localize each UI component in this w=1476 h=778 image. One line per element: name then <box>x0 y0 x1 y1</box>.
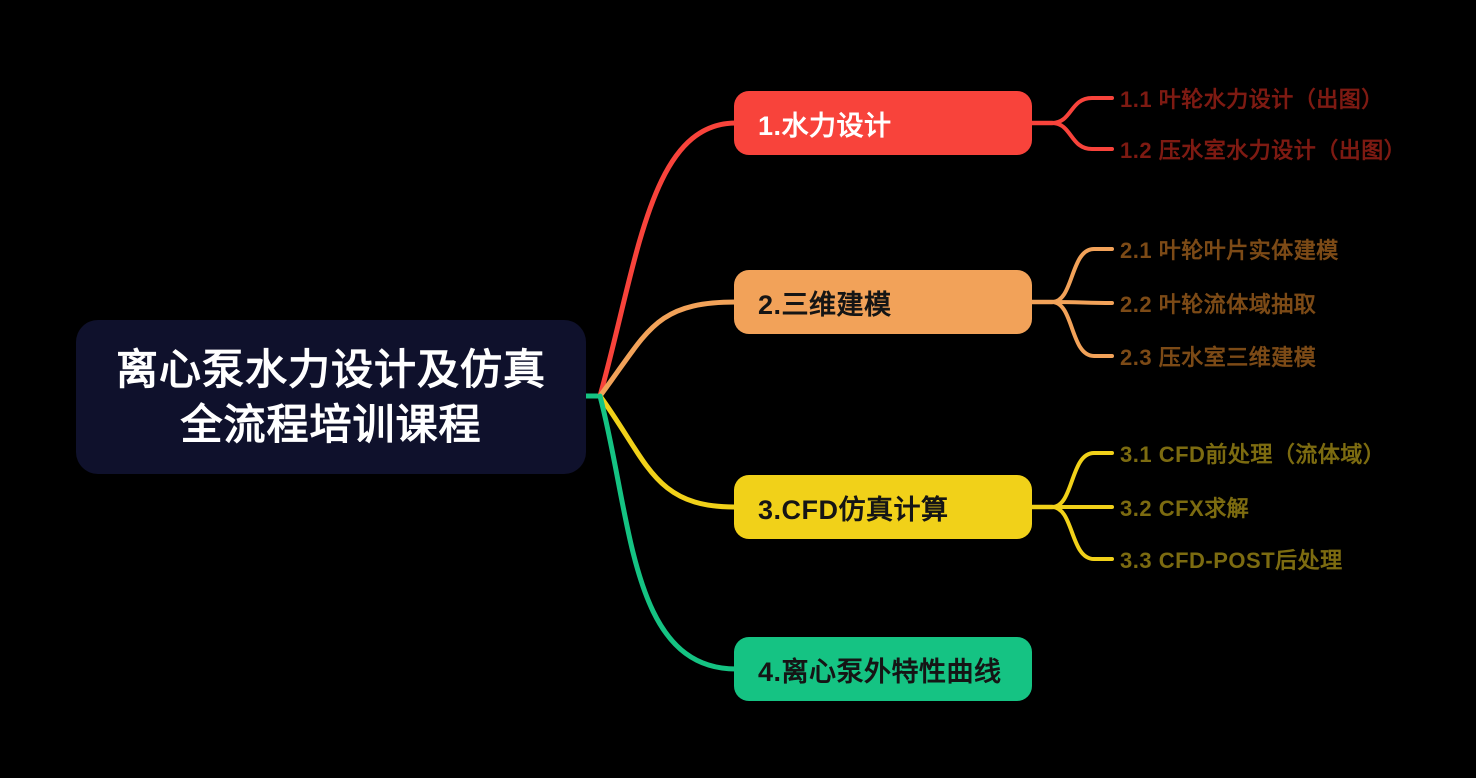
subtopic-label[interactable]: 2.1 叶轮叶片实体建模 <box>1120 238 1339 263</box>
branch-node-cfd-simulation[interactable]: 3.CFD仿真计算 <box>734 475 1032 539</box>
connector-branch-2 <box>597 299 739 399</box>
subtopic-label[interactable]: 3.3 CFD-POST后处理 <box>1120 548 1343 573</box>
central-topic-node[interactable]: 离心泵水力设计及仿真 全流程培训课程 <box>76 320 586 474</box>
connector-branch-4 <box>597 393 739 672</box>
connector-branch-3 <box>597 393 737 510</box>
subtopic-label[interactable]: 2.2 叶轮流体域抽取 <box>1120 292 1317 317</box>
subtopic-label[interactable]: 1.1 叶轮水力设计（出图） <box>1120 87 1384 112</box>
connector-subtopic-3-3 <box>1050 505 1114 561</box>
subtopic-label[interactable]: 3.1 CFD前处理（流体域） <box>1120 442 1386 467</box>
subtopic-label[interactable]: 1.2 压水室水力设计（出图） <box>1120 138 1407 163</box>
branch-label: 2.三维建模 <box>758 289 892 320</box>
subtopic-label[interactable]: 3.2 CFX求解 <box>1120 496 1250 521</box>
branch-node-3d-modeling[interactable]: 2.三维建模 <box>734 270 1032 334</box>
connector-subtopic-2-3 <box>1050 300 1114 358</box>
connector-subtopic-3-1 <box>1050 451 1114 509</box>
branch-node-hydraulic-design[interactable]: 1.水力设计 <box>734 91 1032 155</box>
subtopic-label[interactable]: 2.3 压水室三维建模 <box>1120 345 1317 370</box>
connector-subtopic-2-1 <box>1050 247 1114 304</box>
connector-subtopic-1-1 <box>1050 96 1114 125</box>
connector-branch-1 <box>597 120 739 399</box>
connector-subtopic-2-2 <box>1050 300 1114 305</box>
central-topic-line-1: 离心泵水力设计及仿真 <box>115 346 546 393</box>
branch-label: 3.CFD仿真计算 <box>758 494 949 525</box>
branch-label: 4.离心泵外特性曲线 <box>758 656 1002 687</box>
central-topic-line-2: 全流程培训课程 <box>180 401 482 448</box>
branch-label: 1.水力设计 <box>758 110 892 141</box>
branch-node-performance-curve[interactable]: 4.离心泵外特性曲线 <box>734 637 1032 701</box>
connector-subtopic-1-2 <box>1050 121 1114 151</box>
